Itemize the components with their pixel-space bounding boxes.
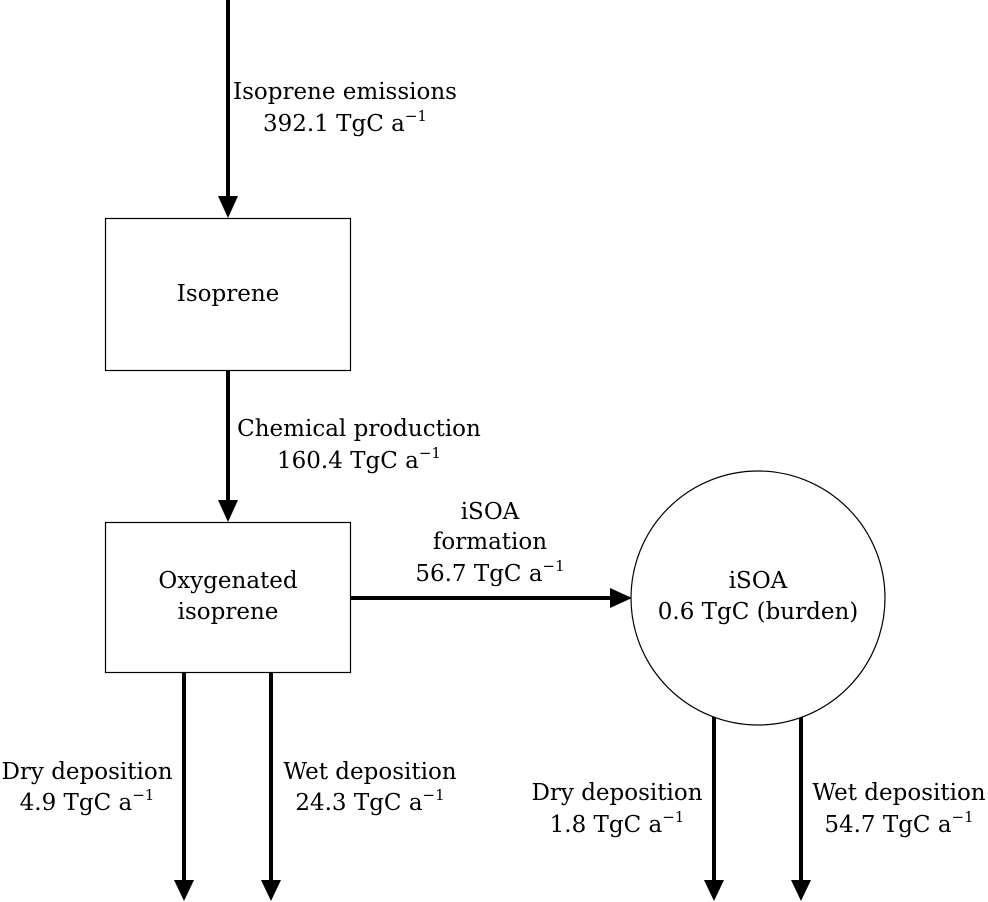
chem-prod-value: 160.4 TgC a−1 [277,444,441,474]
isoa-dry-value-text: 1.8 TgC a [550,812,663,838]
oxy-dry-name: Dry deposition [1,759,172,785]
isoa-formation-value-text: 56.7 TgC a [415,561,542,587]
isoa-wet-name: Wet deposition [812,780,985,806]
oxy-dry-arrowhead [174,880,194,901]
emissions-exponent: −1 [405,107,427,125]
isoprene-box [104,217,352,372]
isoa-circle [630,470,886,726]
isoa-formation-value: 56.7 TgC a−1 [415,557,564,587]
isoa-dry-value: 1.8 TgC a−1 [550,808,685,838]
emissions-arrowhead [218,196,238,218]
isoa-wet-arrowhead [791,880,811,901]
isoa-wet-value-text: 54.7 TgC a [824,812,951,838]
oxy-wet-value-text: 24.3 TgC a [295,790,422,816]
emissions-value-text: 392.1 TgC a [263,111,405,137]
isoa-formation-exponent: −1 [543,557,565,575]
oxygenated-isoprene-box [104,521,352,674]
isoa-dry-exponent: −1 [662,808,684,826]
chem-prod-value-text: 160.4 TgC a [277,448,419,474]
isoprene-label: Isoprene [177,281,280,307]
isoa-formation-name2: formation [433,529,547,555]
oxygenated-label-line1: Oxygenated [158,568,298,594]
chem-prod-name: Chemical production [237,416,481,442]
isoa-dry-arrowhead [704,880,724,901]
chem-prod-exponent: −1 [419,444,441,462]
oxy-dry-value: 4.9 TgC a−1 [20,786,155,816]
chem-prod-arrowhead [218,500,238,522]
isoa-dry-name: Dry deposition [531,780,702,806]
isoa-label-line2: 0.6 TgC (burden) [658,599,859,625]
oxy-dry-value-text: 4.9 TgC a [20,790,133,816]
oxy-wet-value: 24.3 TgC a−1 [295,786,444,816]
isoa-label-line1: iSOA [729,568,788,594]
oxy-wet-arrowhead [261,880,281,901]
isoa-formation-name1: iSOA [461,499,520,525]
emissions-value: 392.1 TgC a−1 [263,107,427,137]
emissions-name: Isoprene emissions [233,79,457,105]
oxygenated-label-line2: isoprene [178,599,279,625]
oxy-wet-exponent: −1 [423,786,445,804]
arrows [174,0,811,901]
isoa-wet-exponent: −1 [952,808,974,826]
isoa-formation-arrowhead [610,588,632,608]
isoa-wet-value: 54.7 TgC a−1 [824,808,973,838]
oxy-wet-name: Wet deposition [283,759,456,785]
oxy-dry-exponent: −1 [132,786,154,804]
